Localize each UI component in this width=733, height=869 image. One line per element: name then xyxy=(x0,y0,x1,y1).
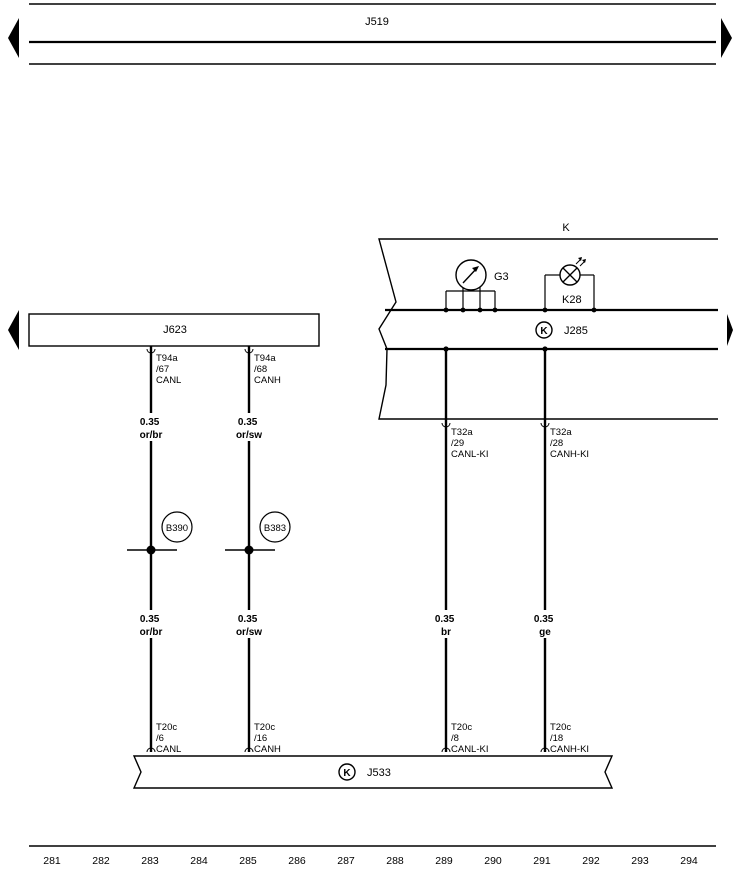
wire-labels: 0.35 or/br 0.35 or/sw 0.35 or/br 0.35 or… xyxy=(135,413,559,638)
column-number: 294 xyxy=(680,855,698,867)
wires xyxy=(149,346,547,752)
column-number: 286 xyxy=(288,855,306,867)
column-number: 282 xyxy=(92,855,110,867)
pin-label: T20c /8 CANL-KI xyxy=(451,722,488,755)
continuation-arrow-right-icon xyxy=(721,18,732,58)
pins-bottom: T20c /6 CANL T20c /16 CANH T20c /8 CANL-… xyxy=(146,722,589,755)
pin-label: T20c /18 CANH-KI xyxy=(550,722,589,755)
wire-junctions xyxy=(443,346,548,352)
gauge-g3: G3 xyxy=(443,259,509,313)
instrument-cluster: K G3 xyxy=(378,222,733,420)
module-j533: K J533 xyxy=(132,755,614,789)
svg-text:K: K xyxy=(540,326,548,337)
wire-label: 0.35 or/sw xyxy=(236,417,262,441)
pin-label: T20c /6 CANL xyxy=(156,722,181,755)
can-bus-k-icon xyxy=(535,321,553,339)
splice-label: B383 xyxy=(264,523,286,534)
column-number: 293 xyxy=(631,855,649,867)
pins-top: T94a /67 CANL T94a /68 CANH T32a /29 CAN… xyxy=(146,348,589,460)
column-number: 288 xyxy=(386,855,404,867)
wire-label: 0.35 or/br xyxy=(140,417,163,441)
column-number: 284 xyxy=(190,855,208,867)
splice-label: B390 xyxy=(166,523,188,534)
column-number: 281 xyxy=(43,855,61,867)
continuation-arrow-right-icon xyxy=(727,314,733,346)
pin-marker-icon xyxy=(146,348,550,428)
module-label-j285: J285 xyxy=(564,325,588,337)
pin-label: T94a /68 CANH xyxy=(254,353,281,386)
continuation-arrow-left-icon xyxy=(8,18,19,58)
gauge-label: G3 xyxy=(494,271,509,283)
pin-label: T20c /16 CANH xyxy=(254,722,281,755)
wire-label: 0.35 ge xyxy=(534,614,556,638)
can-bus-k-icon xyxy=(338,763,356,781)
module-label-j623: J623 xyxy=(163,324,187,336)
pin-label: T32a /28 CANH-KI xyxy=(550,427,589,460)
pin-label: T32a /29 CANL-KI xyxy=(451,427,488,460)
column-number: 285 xyxy=(239,855,257,867)
lamp-k28: K28 xyxy=(542,257,597,313)
wire-label: 0.35 or/sw xyxy=(236,614,262,638)
column-number: 290 xyxy=(484,855,502,867)
column-ruler: 281 282 283 284 285 286 287 288 289 290 291 292 293 2… xyxy=(29,845,716,867)
module-label-j519: J519 xyxy=(365,16,389,28)
module-j519: J519 xyxy=(8,3,732,65)
column-number: 291 xyxy=(533,855,551,867)
splice-b383: B383 xyxy=(225,511,291,555)
pin-label: T94a /67 CANL xyxy=(156,353,181,386)
wire-label: 0.35 or/br xyxy=(140,614,163,638)
module-j285: K J285 xyxy=(535,321,588,339)
wire-label: 0.35 br xyxy=(435,614,457,638)
module-j623: J623 xyxy=(8,310,320,350)
splice-b390: B390 xyxy=(127,511,193,555)
lamp-label: K28 xyxy=(562,294,582,306)
column-number: 287 xyxy=(337,855,355,867)
module-label-j533: J533 xyxy=(367,767,391,779)
column-number: 292 xyxy=(582,855,600,867)
column-number: 283 xyxy=(141,855,159,867)
pin-marker-icon xyxy=(146,747,550,753)
module-label-k: K xyxy=(562,222,570,234)
column-number: 289 xyxy=(435,855,453,867)
continuation-arrow-left-icon xyxy=(8,310,19,350)
svg-text:K: K xyxy=(343,768,351,779)
